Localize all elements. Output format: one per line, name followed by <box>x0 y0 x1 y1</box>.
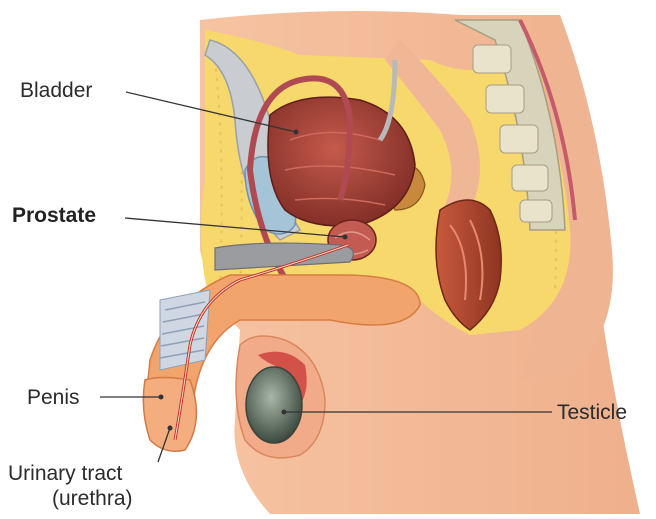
label-urethra-line1: Urinary tract <box>8 461 122 486</box>
label-urethra-line2: (urethra) <box>52 486 133 511</box>
glans <box>143 378 196 452</box>
label-prostate: Prostate <box>12 203 96 228</box>
label-testicle: Testicle <box>557 400 627 425</box>
label-penis: Penis <box>27 385 80 410</box>
label-bladder: Bladder <box>20 78 92 103</box>
corpus-cavernosum <box>160 290 210 370</box>
testicle-organ <box>246 367 302 443</box>
